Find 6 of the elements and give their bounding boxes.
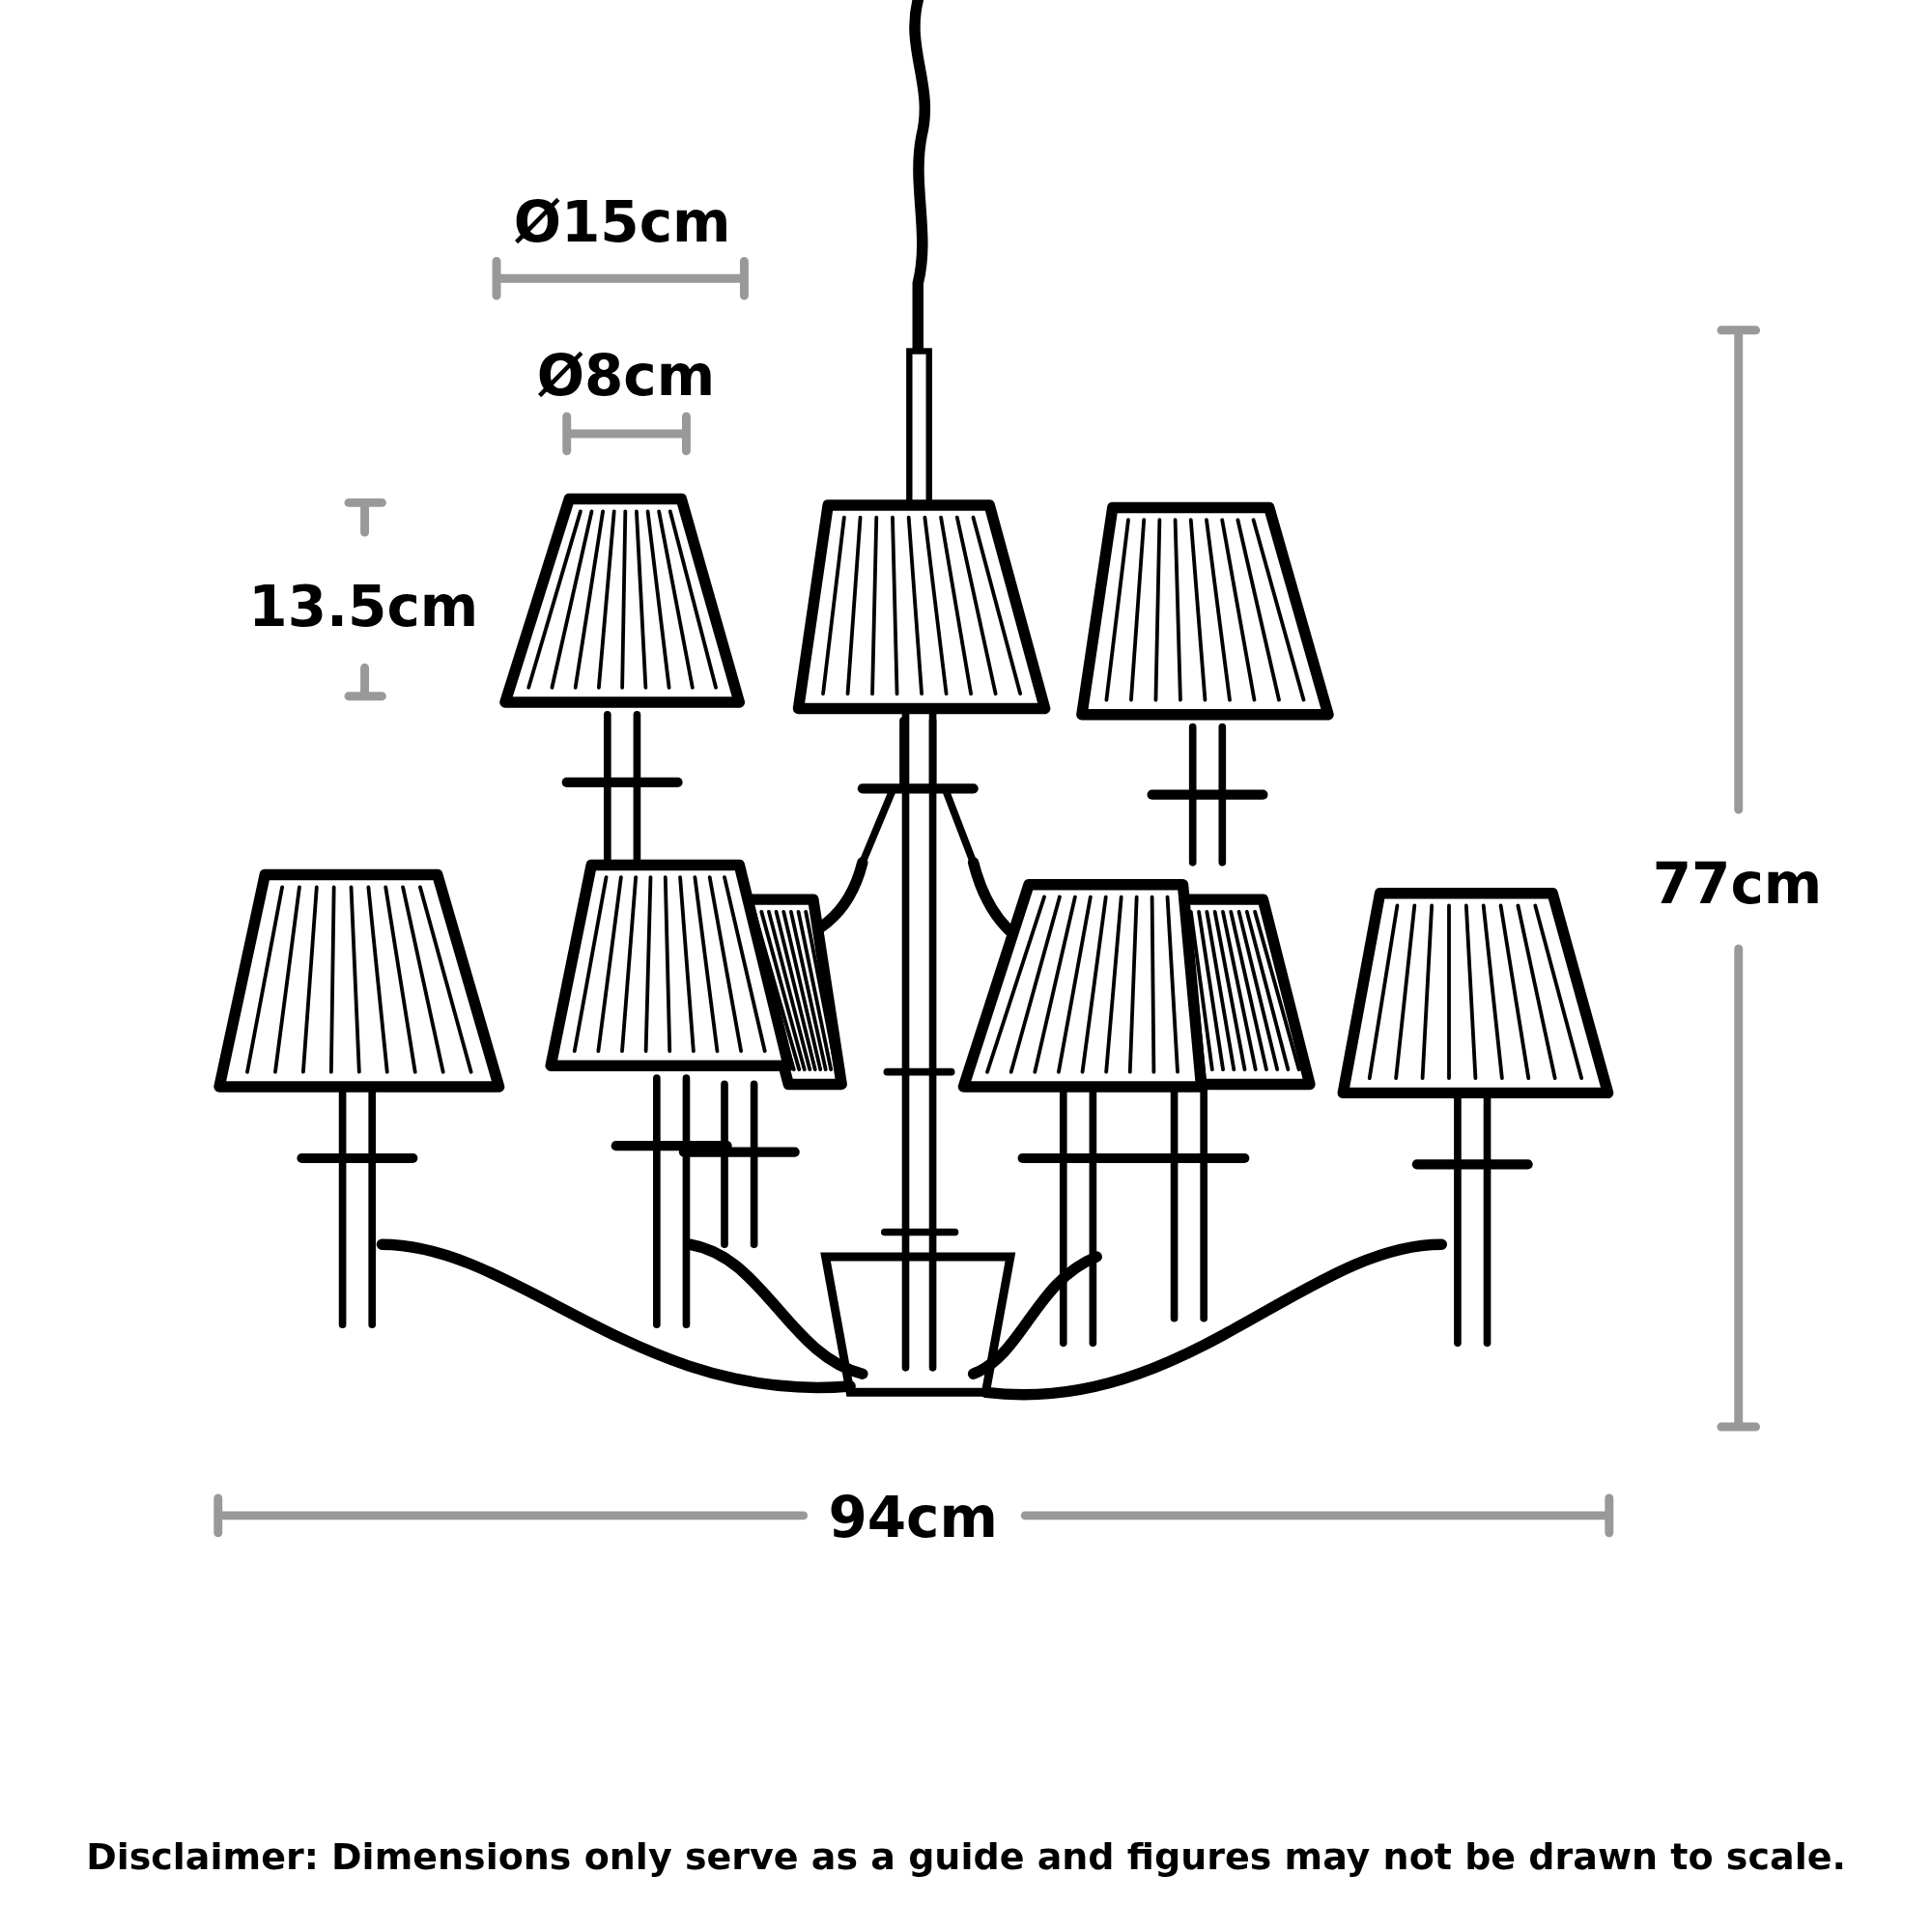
dimension-label: 94cm [828,1490,998,1547]
dimension-label: Ø8cm [536,348,716,404]
disclaimer-note: Disclaimer: Dimensions only serve as a guide and figures may not be drawn to scale. [86,1838,1846,1875]
dimension-label: Ø15cm [513,193,731,250]
dimension-label: 77cm [1652,855,1823,912]
dimension-label: 13.5cm [248,578,479,635]
